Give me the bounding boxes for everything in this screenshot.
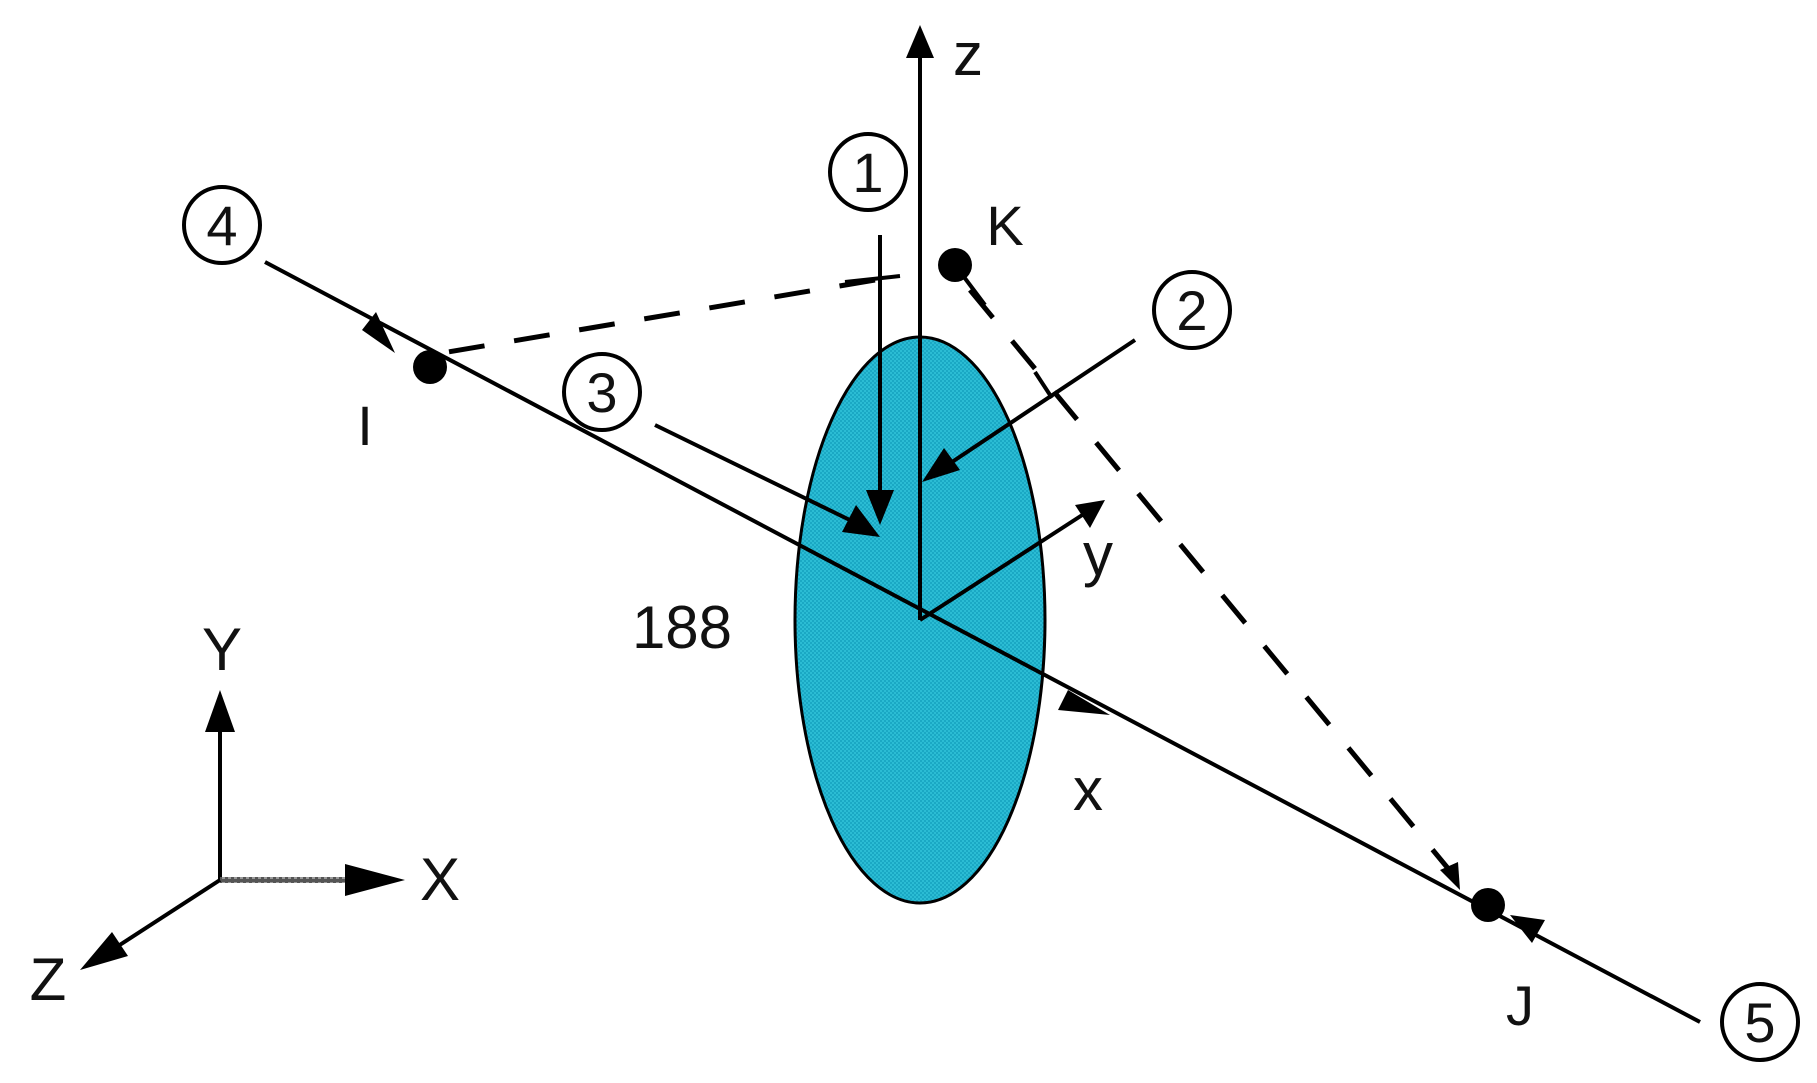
- load-arrow-5: [1440, 862, 1545, 943]
- load-arrow-1: [844, 235, 901, 525]
- load-arrow-3: [654, 423, 880, 537]
- node-i: [413, 350, 447, 384]
- beam-axis: [264, 260, 1701, 1024]
- dashed-reference-lines: [429, 277, 1472, 897]
- face-circle-4: [182, 185, 262, 265]
- node-k-label: K: [986, 194, 1023, 257]
- face-label-1: 1: [852, 141, 883, 204]
- face-label-2: 2: [1176, 279, 1207, 342]
- load-arrow-2: [922, 338, 1137, 482]
- element-z-label: z: [953, 21, 983, 88]
- face-circles: [182, 132, 1800, 1062]
- node-i-label: I: [357, 394, 373, 457]
- face-label-4: 4: [206, 194, 237, 257]
- load-arrow-4: [362, 312, 395, 353]
- face-label-5: 5: [1744, 991, 1775, 1054]
- element-x-arrowhead: [1058, 690, 1110, 715]
- element-x-label: x: [1073, 756, 1103, 823]
- global-x-label: X: [420, 846, 460, 913]
- element-y-axis: [918, 500, 1105, 622]
- global-z-label: Z: [30, 946, 67, 1013]
- face-circle-3: [562, 352, 642, 432]
- face-circle-1: [828, 132, 908, 212]
- node-j: [1471, 888, 1505, 922]
- face-label-3: 3: [586, 361, 617, 424]
- node-j-label: J: [1506, 974, 1534, 1037]
- element-y-label: y: [1083, 521, 1113, 588]
- element-number: 188: [632, 594, 732, 661]
- face-circle-5: [1720, 982, 1800, 1062]
- node-k: [938, 248, 987, 307]
- global-y-label: Y: [202, 616, 242, 683]
- element-z-axis: [906, 25, 934, 620]
- face-circle-2: [1152, 270, 1232, 350]
- global-axes-triad: [80, 690, 405, 970]
